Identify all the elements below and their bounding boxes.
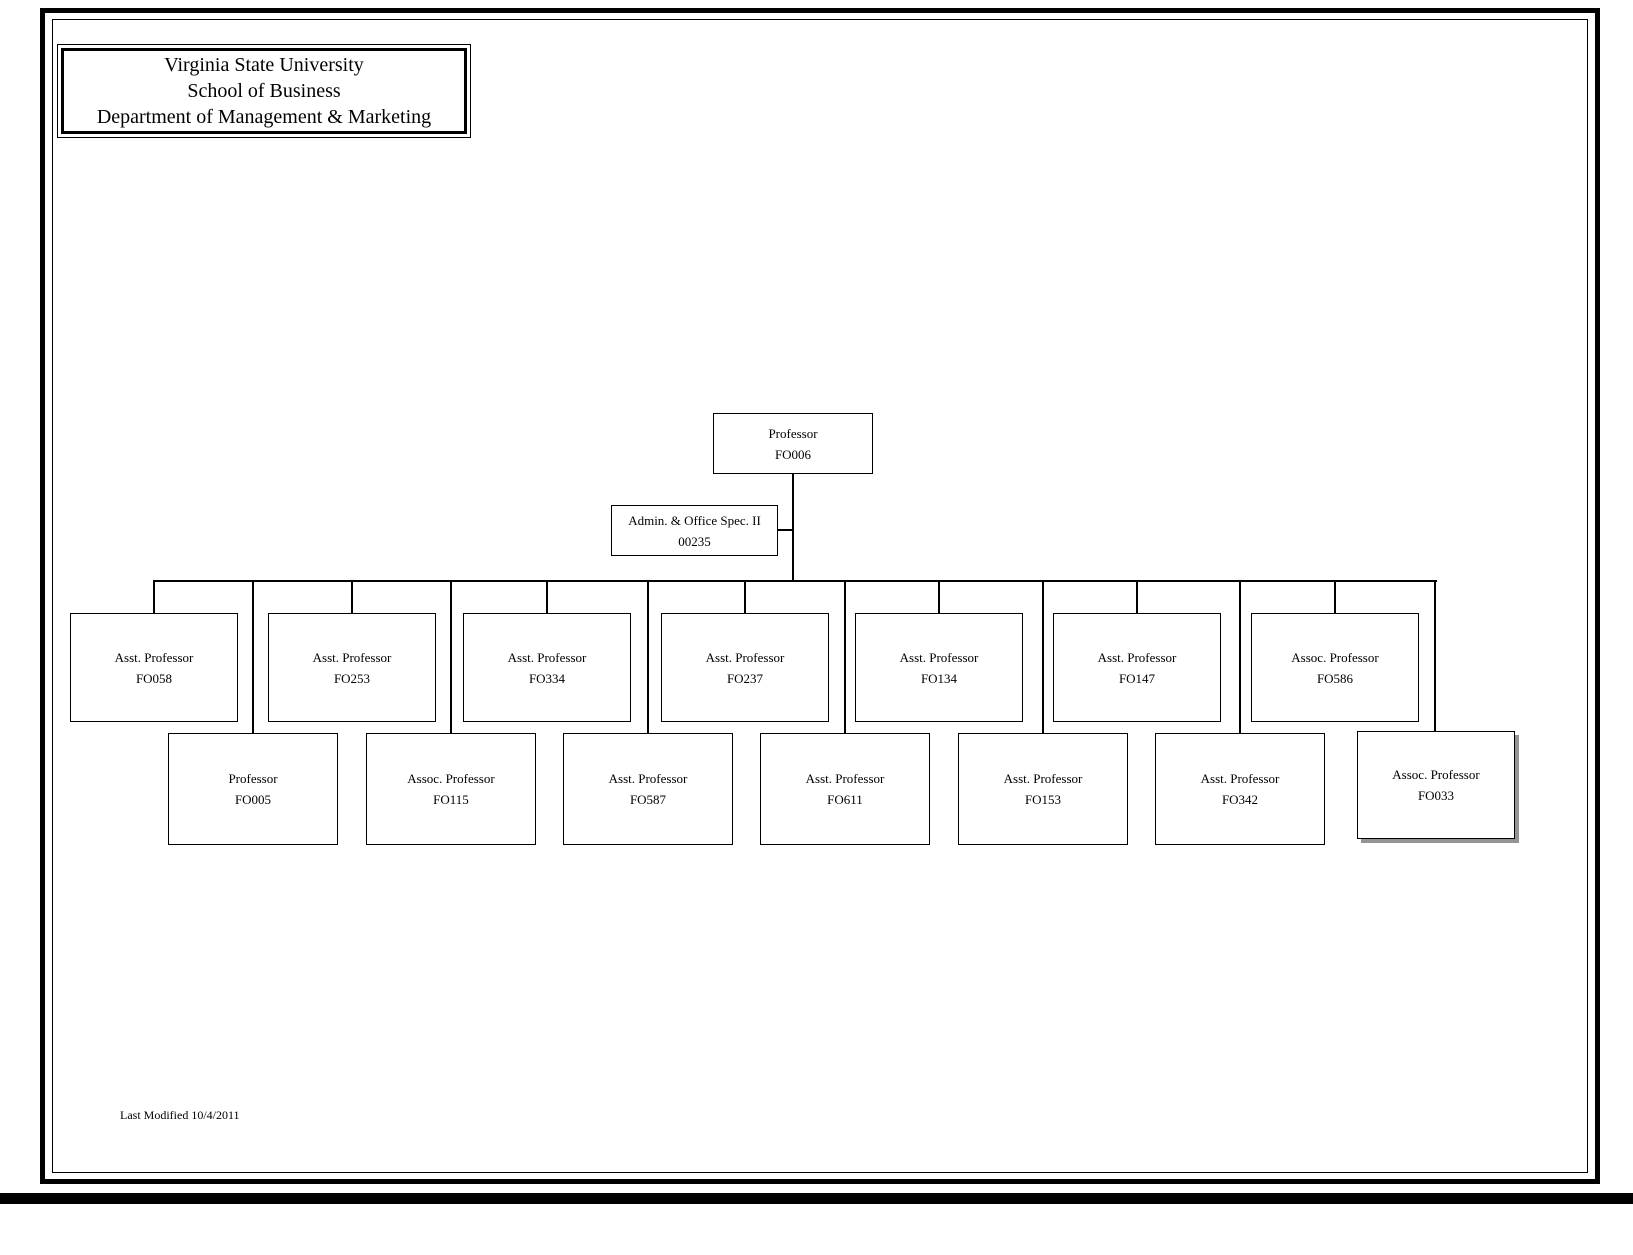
org-node-assistant: Admin. & Office Spec. II 00235 [611, 505, 778, 556]
root-connector-line [792, 474, 794, 581]
org-node-FO134: Asst. Professor FO134 [855, 613, 1023, 722]
title-box-inner: Virginia State University School of Busi… [61, 48, 467, 134]
row2-drop-line [450, 580, 452, 734]
node-id: 00235 [678, 533, 711, 549]
title-line-university: Virginia State University [164, 54, 364, 76]
row1-drop-line [1136, 580, 1138, 614]
node-title: Asst. Professor [1003, 771, 1083, 786]
node-title: Asst. Professor [507, 649, 587, 665]
row1-drop-line [153, 580, 155, 614]
org-node-FO342: Asst. Professor FO342 [1155, 733, 1325, 845]
node-title: Asst. Professor [114, 649, 194, 665]
node-title: Professor [228, 771, 278, 786]
org-node-FO058: Asst. Professor FO058 [70, 613, 238, 722]
node-id: FO253 [333, 670, 371, 686]
node-title: Assoc. Professor [407, 771, 495, 786]
row2-drop-line [252, 580, 254, 734]
org-node-FO253: Asst. Professor FO253 [268, 613, 436, 722]
row1-drop-line [938, 580, 940, 614]
bottom-page-edge-bar [0, 1193, 1633, 1204]
org-node-FO586: Assoc. Professor FO586 [1251, 613, 1419, 722]
node-id: FO611 [827, 792, 863, 807]
node-id: FO115 [433, 792, 469, 807]
page-outer-border [40, 8, 1600, 1184]
org-node-root: Professor FO006 [713, 413, 873, 474]
row1-drop-line [744, 580, 746, 614]
org-node-FO237: Asst. Professor FO237 [661, 613, 829, 722]
row1-drop-line [351, 580, 353, 614]
node-title: Asst. Professor [899, 649, 979, 665]
node-title: Professor [768, 425, 818, 441]
org-node-FO147: Asst. Professor FO147 [1053, 613, 1221, 722]
node-id: FO334 [528, 670, 566, 686]
node-id: FO058 [135, 670, 173, 686]
node-id: FO134 [920, 670, 958, 686]
row2-drop-line [1042, 580, 1044, 734]
org-node-FO334: Asst. Professor FO334 [463, 613, 631, 722]
row2-drop-line [647, 580, 649, 734]
last-modified-note: Last Modified 10/4/2011 [120, 1108, 240, 1122]
node-id: FO033 [1417, 788, 1455, 803]
node-title: Asst. Professor [608, 771, 688, 786]
title-line-department: Department of Management & Marketing [96, 106, 432, 128]
node-id: FO005 [234, 792, 272, 807]
node-title: Asst. Professor [1200, 771, 1280, 786]
row1-drop-line [546, 580, 548, 614]
org-node-FO115: Assoc. Professor FO115 [366, 733, 536, 845]
node-title: Asst. Professor [705, 649, 785, 665]
row1-drop-line [1334, 580, 1336, 614]
title-box: Virginia State University School of Busi… [57, 44, 471, 138]
node-id: FO342 [1221, 792, 1259, 807]
title-line-school: School of Business [187, 80, 341, 102]
node-id: FO006 [774, 446, 812, 462]
org-node-FO587: Asst. Professor FO587 [563, 733, 733, 845]
row2-drop-line [1434, 580, 1436, 732]
node-title: Asst. Professor [1097, 649, 1177, 665]
node-title: Assoc. Professor [1392, 767, 1480, 782]
node-id: FO153 [1024, 792, 1062, 807]
row2-drop-line [844, 580, 846, 734]
page-inner-border [52, 19, 1588, 1173]
org-node-FO611: Asst. Professor FO611 [760, 733, 930, 845]
node-title: Admin. & Office Spec. II [628, 512, 761, 528]
row2-drop-line [1239, 580, 1241, 734]
assistant-connector-line [778, 529, 793, 531]
node-id: FO237 [726, 670, 764, 686]
org-node-FO153: Asst. Professor FO153 [958, 733, 1128, 845]
node-title: Asst. Professor [805, 771, 885, 786]
node-id: FO587 [629, 792, 667, 807]
node-id: FO147 [1118, 670, 1156, 686]
node-title: Assoc. Professor [1291, 649, 1379, 665]
node-title: Asst. Professor [312, 649, 392, 665]
org-node-FO005: Professor FO005 [168, 733, 338, 845]
trunk-line [153, 580, 1437, 582]
node-id: FO586 [1316, 670, 1354, 686]
org-node-FO033: Assoc. Professor FO033 [1357, 731, 1515, 839]
